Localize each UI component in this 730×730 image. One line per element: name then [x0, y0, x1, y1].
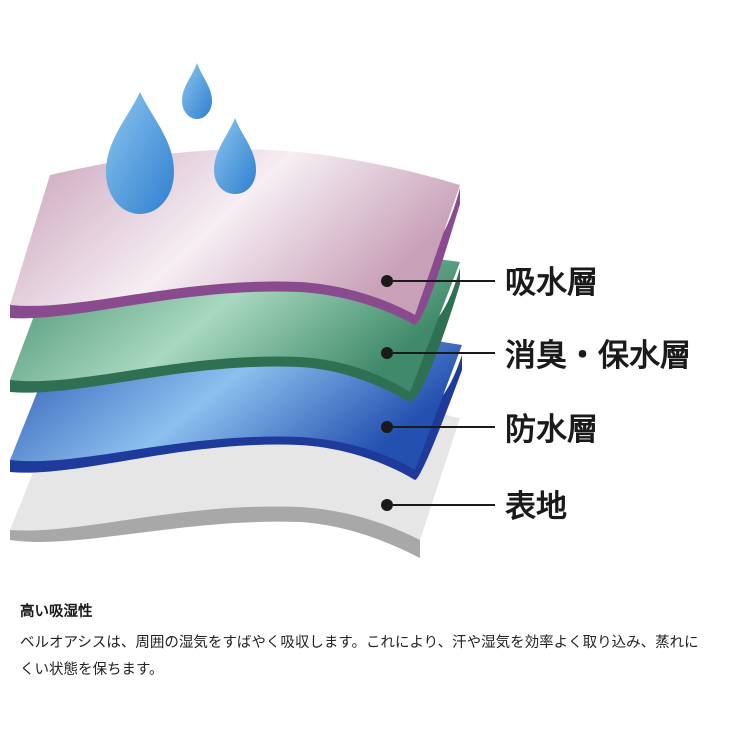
caption: 高い吸湿性 ベルオアシスは、周囲の湿気をすばやく吸収します。これにより、汗や湿気…	[20, 600, 710, 684]
label-waterproof: 防水層	[505, 412, 598, 448]
label-deodorizing: 消臭・保水層	[505, 338, 691, 374]
pointer-dot-deodorizing	[381, 347, 393, 359]
pointer-dot-absorbent	[381, 275, 393, 287]
pointer-dot-waterproof	[381, 421, 393, 433]
water-drop-large-icon	[106, 92, 174, 214]
layer-diagram: 吸水層 消臭・保水層 防水層 表地	[10, 63, 691, 558]
label-outer-fabric: 表地	[505, 489, 567, 525]
caption-body: ベルオアシスは、周囲の湿気をすばやく吸収します。これにより、汗や湿気を効率よく取…	[20, 635, 699, 678]
water-drops	[106, 63, 256, 214]
water-drop-small-icon	[182, 63, 212, 119]
water-drop-medium-icon	[214, 118, 256, 194]
caption-title: 高い吸湿性	[20, 604, 93, 620]
pointer-dot-outer-fabric	[381, 499, 393, 511]
label-absorbent: 吸水層	[505, 265, 598, 301]
